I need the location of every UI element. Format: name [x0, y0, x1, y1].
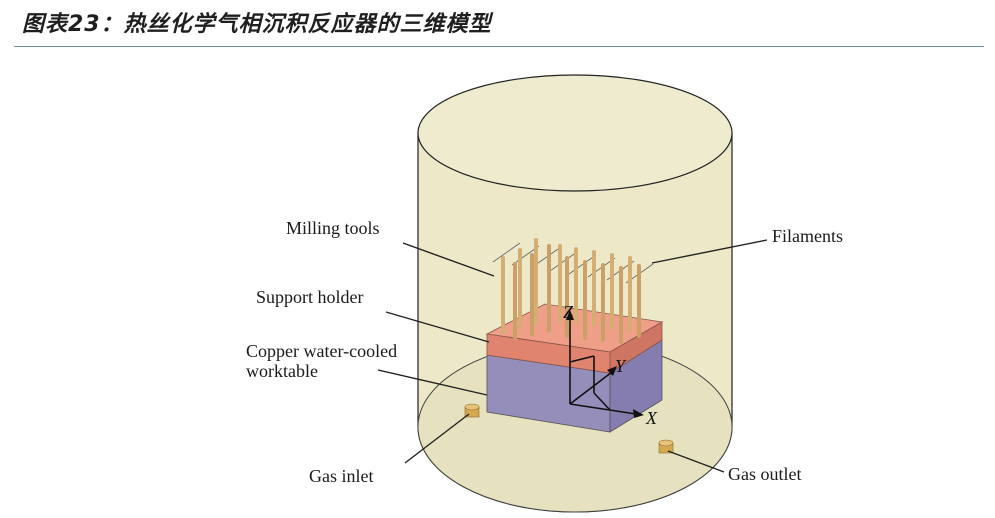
- leader-support-holder: [385, 311, 490, 343]
- label-worktable-line2: worktable: [246, 361, 318, 381]
- leader-gas-inlet: [404, 413, 470, 464]
- leader-filaments: [651, 239, 768, 264]
- x-axis: [569, 403, 637, 415]
- z-axis-label: Z: [563, 302, 574, 322]
- leader-milling-tools: [402, 242, 495, 277]
- axis-guide: [593, 392, 611, 411]
- filament: [492, 242, 521, 263]
- chamber-top: [417, 74, 733, 192]
- label-worktable-line1: Copper water-cooled: [246, 341, 397, 361]
- leader-lines: [377, 239, 768, 473]
- title-divider: [14, 46, 984, 47]
- axis-guide: [569, 355, 595, 363]
- milling-tools: [501, 238, 641, 344]
- holder-side: [609, 321, 663, 374]
- gas-outlet-port: [658, 439, 674, 454]
- leader-gas-outlet: [667, 450, 725, 473]
- label-gas-outlet: Gas outlet: [728, 464, 802, 484]
- label-support-holder: Support holder: [256, 287, 364, 307]
- x-arrow-icon: [633, 409, 644, 418]
- leader-worktable: [377, 369, 488, 396]
- z-arrow-icon: [566, 310, 574, 320]
- y-axis: [569, 371, 613, 405]
- figure-title: 图表23：热丝化学气相沉积反应器的三维模型: [22, 12, 492, 37]
- support-holder: [485, 303, 664, 374]
- x-axis-label: X: [645, 408, 658, 428]
- label-gas-inlet: Gas inlet: [309, 466, 374, 486]
- filament: [568, 254, 597, 275]
- label-milling-tools: Milling tools: [286, 218, 380, 238]
- y-axis-label: Y: [615, 356, 627, 376]
- coordinate-axes: [566, 310, 644, 418]
- filament: [549, 251, 578, 272]
- gas-inlet-port: [464, 403, 480, 418]
- y-arrow-icon: [607, 366, 617, 376]
- label-filaments: Filaments: [772, 226, 843, 246]
